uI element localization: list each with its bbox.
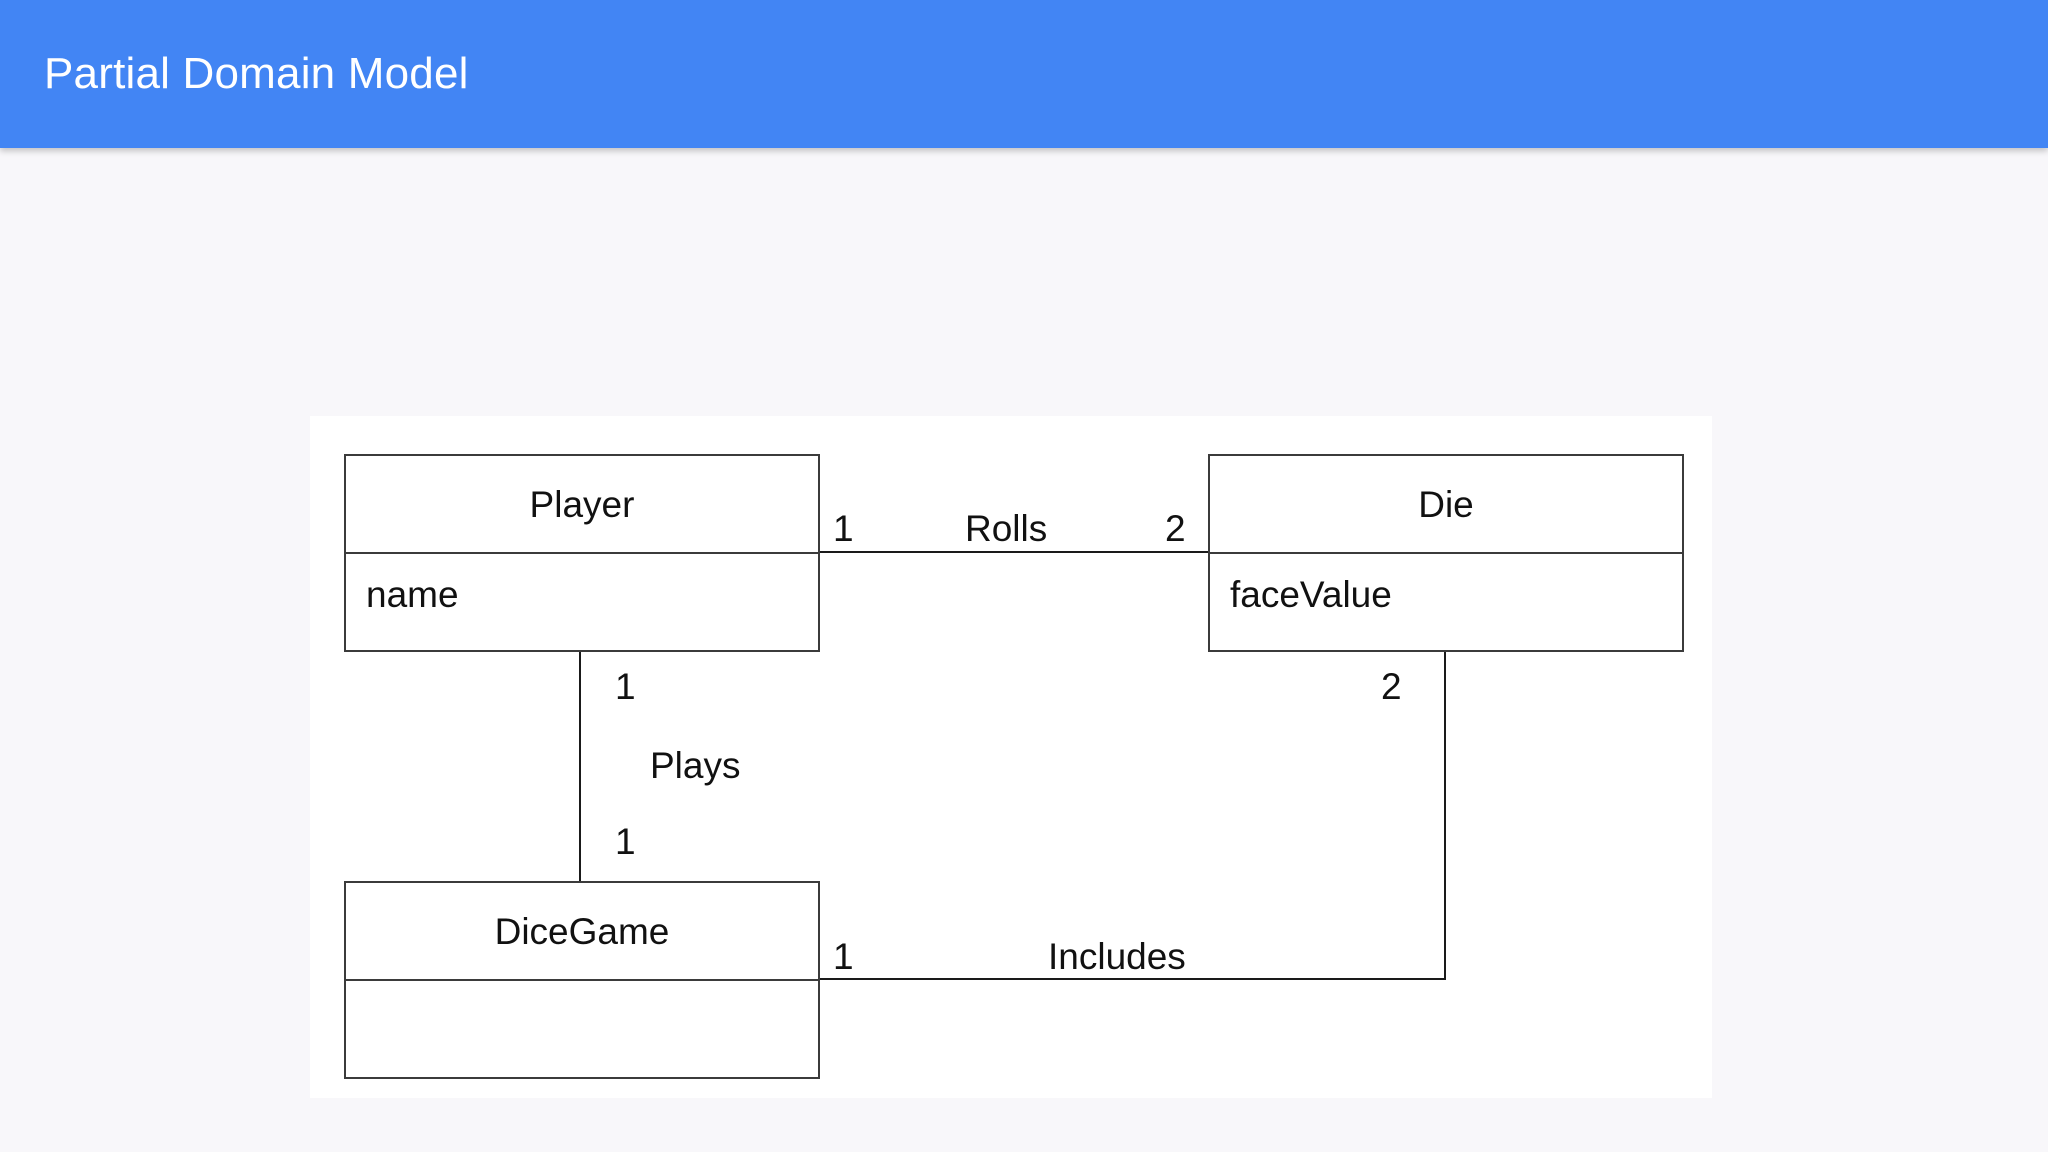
uml-class-die[interactable]: Die faceValue <box>1208 454 1684 652</box>
multiplicity-rolls-player: 1 <box>833 508 854 549</box>
association-line-includes-vertical <box>1444 650 1446 980</box>
uml-attributes-player: name <box>346 554 818 652</box>
multiplicity-rolls-die: 2 <box>1165 508 1186 549</box>
association-label-includes: Includes <box>1048 936 1186 977</box>
uml-class-dicegame[interactable]: DiceGame <box>344 881 820 1079</box>
uml-attributes-dicegame <box>346 981 818 1079</box>
uml-class-player[interactable]: Player name <box>344 454 820 652</box>
association-label-rolls: Rolls <box>965 508 1048 549</box>
association-line-includes-horizontal <box>818 978 1446 980</box>
multiplicity-plays-player: 1 <box>615 666 636 707</box>
slide-body: Player name Die faceValue DiceGame 1 Rol… <box>0 148 2048 1152</box>
uml-attribute: faceValue <box>1230 574 1392 615</box>
multiplicity-plays-dicegame: 1 <box>615 821 636 862</box>
uml-attributes-die: faceValue <box>1210 554 1682 652</box>
uml-class-name-die: Die <box>1210 456 1682 554</box>
multiplicity-includes-dicegame: 1 <box>833 936 854 977</box>
uml-attribute: name <box>366 574 459 615</box>
association-line-rolls <box>818 551 1210 553</box>
association-label-plays: Plays <box>650 745 741 786</box>
uml-class-name-player: Player <box>346 456 818 554</box>
multiplicity-includes-die: 2 <box>1381 666 1402 707</box>
slide-header: Partial Domain Model <box>0 0 2048 148</box>
uml-class-name-dicegame: DiceGame <box>346 883 818 981</box>
association-line-plays <box>579 650 581 883</box>
page-title: Partial Domain Model <box>44 49 469 98</box>
